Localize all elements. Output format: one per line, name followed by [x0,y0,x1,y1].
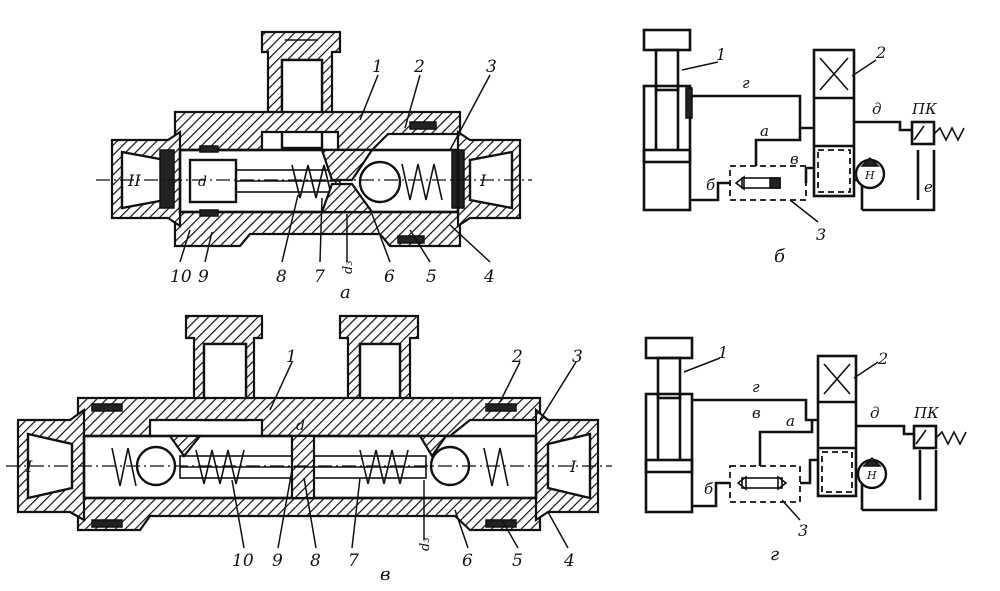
fig-a-callout-9: 9 [198,267,209,287]
fig-a-callout-6: 6 [384,267,395,287]
scheme-b-callout-3: 3 [816,225,826,244]
fig-a-callout-4: 4 [483,267,495,287]
scheme-b-line-g: г [742,74,750,92]
fig-a-callout-5: 5 [426,267,437,287]
fig-v-dim-d3: d₃ [418,537,433,551]
scheme-g-line-b: б [704,480,714,498]
scheme-g-callout-2: 2 [877,349,888,368]
scheme-g-hydraulic: 1 2 3 г в а б д ПК Н г [644,336,967,565]
fig-v-callout-2: 2 [511,347,523,367]
scheme-b-callout-1: 1 [716,45,726,64]
scheme-b-line-e: е [924,178,933,196]
fig-v-callout-5: 5 [512,551,523,571]
fig-a-callout-1: 1 [372,57,383,77]
scheme-g-callout-1: 1 [718,343,728,362]
fig-v-callout-7: 7 [348,551,359,571]
fig-v-port-right: I [569,457,577,476]
scheme-g-relief-valve: ПК [913,404,939,422]
figure-a-single-lock: 1 2 3 4 5 6 7 8 9 10 а II I d d₃ [96,30,532,303]
fig-v-callout-9: 9 [272,551,283,571]
scheme-b-pump: Н [864,169,875,182]
fig-a-callout-7: 7 [314,267,325,287]
fig-a-caption: а [340,282,351,303]
fig-a-port-left: II [127,171,141,190]
fig-a-callout-3: 3 [486,57,497,77]
fig-v-caption: в [380,564,390,585]
fig-a-port-right: I [479,171,487,190]
fig-a-dim-d: d [198,174,207,190]
scheme-b-callout-2: 2 [875,43,886,62]
scheme-b-line-a: а [760,122,769,140]
fig-v-callout-3: 3 [572,347,583,367]
figure-v-double-lock: 1 2 3 4 5 6 7 8 9 10 в I I d d₃ [6,314,612,585]
fig-v-callout-6: 6 [462,551,473,571]
scheme-b-hydraulic: 1 2 3 г а в б д е ПК Н б [642,28,965,267]
fig-v-callout-4: 4 [563,551,575,571]
scheme-g-callout-3: 3 [798,521,808,540]
fig-a-dim-d3: d₃ [341,260,356,274]
fig-v-callout-1: 1 [286,347,297,367]
scheme-g-pump: Н [866,469,877,482]
scheme-b-relief-valve: ПК [911,100,937,118]
scheme-g-caption: г [770,544,779,565]
fig-a-callout-8: 8 [276,267,287,287]
fig-a-callout-2: 2 [413,57,425,77]
scheme-b-caption: б [774,246,786,267]
fig-v-dim-d: d [296,418,305,434]
scheme-g-line-g: г [752,378,760,396]
scheme-g-line-v: в [752,404,761,422]
fig-v-callout-10: 10 [232,551,254,571]
scheme-b-line-v: в [790,150,799,168]
scheme-g-line-a: а [786,412,795,430]
scheme-b-line-b: б [706,176,716,194]
scheme-b-line-d: д [872,100,882,118]
fig-a-callout-10: 10 [170,267,192,287]
scheme-g-line-d: д [870,404,880,422]
fig-v-port-left: I [25,457,33,476]
fig-v-callout-8: 8 [310,551,321,571]
